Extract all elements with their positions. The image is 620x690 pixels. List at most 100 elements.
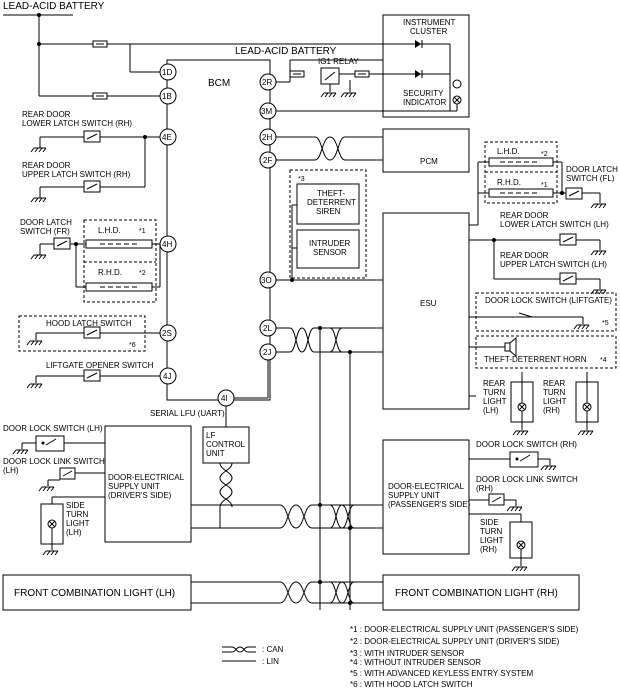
svg-text:3M: 3M bbox=[261, 107, 272, 116]
can-front-b bbox=[191, 581, 383, 604]
theft-siren-box bbox=[296, 183, 360, 225]
battery-top-label: LEAD-ACID BATTERY bbox=[3, 1, 105, 12]
diode-2 bbox=[415, 70, 421, 78]
battery-mid-label: LEAD-ACID BATTERY bbox=[235, 46, 337, 57]
intruder-sensor-box bbox=[296, 229, 360, 269]
can-lf-b bbox=[219, 462, 233, 508]
fuse-2 bbox=[92, 92, 108, 100]
svg-text:4I: 4I bbox=[221, 394, 228, 403]
bcm-label: BCM bbox=[208, 78, 230, 89]
hood-latch-dashed-group bbox=[18, 315, 146, 352]
marker-5: *5 bbox=[602, 320, 609, 327]
can-door-b bbox=[191, 504, 383, 529]
note-4: *4 : WITHOUT INTRUDER SENSOR bbox=[350, 658, 481, 667]
notes: *1 : DOOR-ELECTRICAL SUPPLY UNIT (PASSEN… bbox=[350, 625, 579, 689]
esu-label: ESU bbox=[420, 299, 437, 308]
pin-1b bbox=[159, 87, 177, 105]
legend: : CAN : LIN bbox=[222, 645, 284, 666]
marker-1-right: *1 bbox=[541, 182, 548, 189]
marker-3: *3 bbox=[298, 176, 305, 183]
ig1-relay-label: IG1 RELAY bbox=[318, 57, 359, 66]
hood-latch-label: HOOD LATCH SWITCH bbox=[46, 319, 132, 328]
marker-2-left: *2 bbox=[139, 270, 146, 277]
door-lock-lh-label: DOOR LOCK SWITCH (LH) bbox=[3, 424, 103, 433]
note-1: *1 : DOOR-ELECTRICAL SUPPLY UNIT (PASSEN… bbox=[350, 625, 579, 634]
marker-6: *6 bbox=[129, 342, 136, 349]
front-comb-rh-label: FRONT COMBINATION LIGHT (RH) bbox=[395, 588, 558, 599]
door-lock-rh-label: DOOR LOCK SWITCH (RH) bbox=[476, 440, 577, 449]
can-door-a bbox=[191, 504, 383, 529]
door-unit-passenger-box bbox=[382, 439, 470, 555]
door-lock-liftgate-dashed-group bbox=[475, 292, 617, 332]
diode-1 bbox=[415, 40, 421, 48]
can-esu-b bbox=[276, 327, 383, 353]
svg-text:2S: 2S bbox=[162, 329, 172, 338]
svg-text:2R: 2R bbox=[262, 78, 272, 87]
lhd-label-right: L.H.D. bbox=[497, 147, 520, 156]
pcm-box bbox=[382, 128, 470, 173]
front-comb-lh-label: FRONT COMBINATION LIGHT (LH) bbox=[14, 588, 175, 599]
front-comb-lh-box bbox=[2, 574, 192, 611]
note-2: *2 : DOOR-ELECTRICAL SUPPLY UNIT (DRIVER… bbox=[350, 637, 560, 646]
svg-text:3O: 3O bbox=[261, 276, 272, 285]
lf-control-unit-box bbox=[202, 426, 250, 464]
marker-4: *4 bbox=[600, 357, 607, 364]
intruder-dashed-group bbox=[289, 169, 367, 279]
theft-horn-dashed-group bbox=[475, 335, 617, 369]
svg-text:1B: 1B bbox=[162, 92, 172, 101]
serial-lfu-label: SERIAL LFU (UART) bbox=[150, 409, 225, 418]
front-comb-rh-box bbox=[382, 574, 580, 611]
can-esu-a bbox=[276, 327, 383, 353]
svg-text:2H: 2H bbox=[262, 133, 272, 142]
indicator-lamp-1 bbox=[452, 79, 462, 89]
door-lock-rh-switch bbox=[509, 451, 539, 468]
pcm-label: PCM bbox=[420, 157, 438, 166]
note-5: *5 : WITH ADVANCED KEYLESS ENTRY SYSTEM bbox=[350, 669, 533, 678]
svg-text:1D: 1D bbox=[162, 68, 172, 77]
svg-text:4H: 4H bbox=[162, 240, 172, 249]
esu-box bbox=[382, 212, 470, 410]
note-3: *3 : WITH INTRUDER SENSOR bbox=[350, 649, 464, 658]
svg-text:4E: 4E bbox=[162, 133, 172, 142]
rhd-label-left: R.H.D. bbox=[98, 268, 122, 277]
door-lock-link-rh-label: DOOR LOCK LINK SWITCH(RH) bbox=[476, 475, 578, 493]
theft-horn-label: THEFT-DETERRENT HORN bbox=[484, 355, 587, 364]
door-lock-lh-switch bbox=[35, 435, 65, 452]
can-pcm-a bbox=[276, 136, 383, 161]
fuse-1 bbox=[92, 40, 108, 48]
legend-lin: : LIN bbox=[262, 657, 279, 666]
note-6: *6 : WITH HOOD LATCH SWITCH bbox=[350, 680, 473, 689]
door-unit-driver-box bbox=[104, 425, 192, 543]
lhd-label-left: L.H.D. bbox=[98, 226, 121, 235]
can-front-a bbox=[191, 581, 383, 604]
marker-2-right: *2 bbox=[541, 151, 548, 158]
legend-can: : CAN bbox=[262, 645, 284, 654]
marker-1-left: *1 bbox=[139, 228, 146, 235]
svg-text:4J: 4J bbox=[163, 372, 171, 381]
horn-icon bbox=[504, 342, 511, 352]
pin-1d bbox=[159, 63, 177, 81]
rhd-label-right: R.H.D. bbox=[497, 178, 521, 187]
svg-text:2L: 2L bbox=[263, 324, 272, 333]
svg-text:2F: 2F bbox=[263, 156, 272, 165]
can-pcm-b bbox=[276, 136, 383, 161]
door-lock-liftgate-label: DOOR LOCK SWITCH (LIFTGATE) bbox=[485, 296, 612, 305]
bcm-right-pins: 2R 3M 2H 2F 3O 2L 2J bbox=[259, 73, 277, 361]
